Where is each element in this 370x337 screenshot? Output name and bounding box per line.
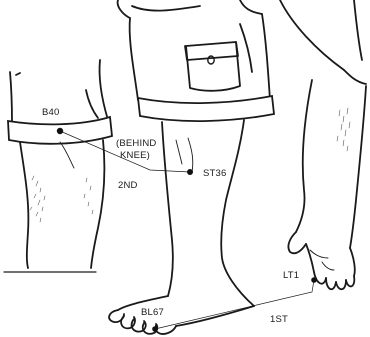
label-behind-knee-1: (BEHIND [116,138,156,149]
st36-point-marker [187,169,193,175]
front-of-leg-drawing [109,0,274,334]
label-second: 2ND [118,180,138,191]
b40-point-marker [57,128,63,134]
lt1-point-marker [311,277,317,283]
back-of-leg-drawing [4,60,112,272]
arm-and-hand-drawing [280,0,366,289]
bl67-point-marker [152,326,158,332]
leader-bl67-to-lt1 [155,280,314,329]
label-st36: ST36 [203,168,227,179]
label-behind-knee-2: KNEE) [120,150,150,161]
label-first: 1ST [270,314,288,325]
label-b40: B40 [42,107,60,118]
label-bl67: BL67 [141,307,164,318]
label-lt1: LT1 [283,270,299,281]
